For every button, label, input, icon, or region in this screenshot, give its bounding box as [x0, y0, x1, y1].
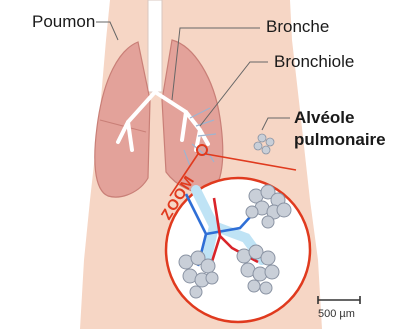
- scale-bar: [318, 296, 360, 304]
- label-poumon: Poumon: [32, 12, 95, 32]
- label-bronchiole: Bronchiole: [274, 52, 354, 72]
- lung-left: [95, 42, 150, 197]
- scale-label: 500 µm: [318, 308, 355, 320]
- label-alveole-line1: Alvéole: [294, 108, 354, 128]
- trachea: [148, 0, 162, 92]
- label-bronche: Bronche: [266, 17, 329, 37]
- label-alveole-line2: pulmonaire: [294, 130, 386, 150]
